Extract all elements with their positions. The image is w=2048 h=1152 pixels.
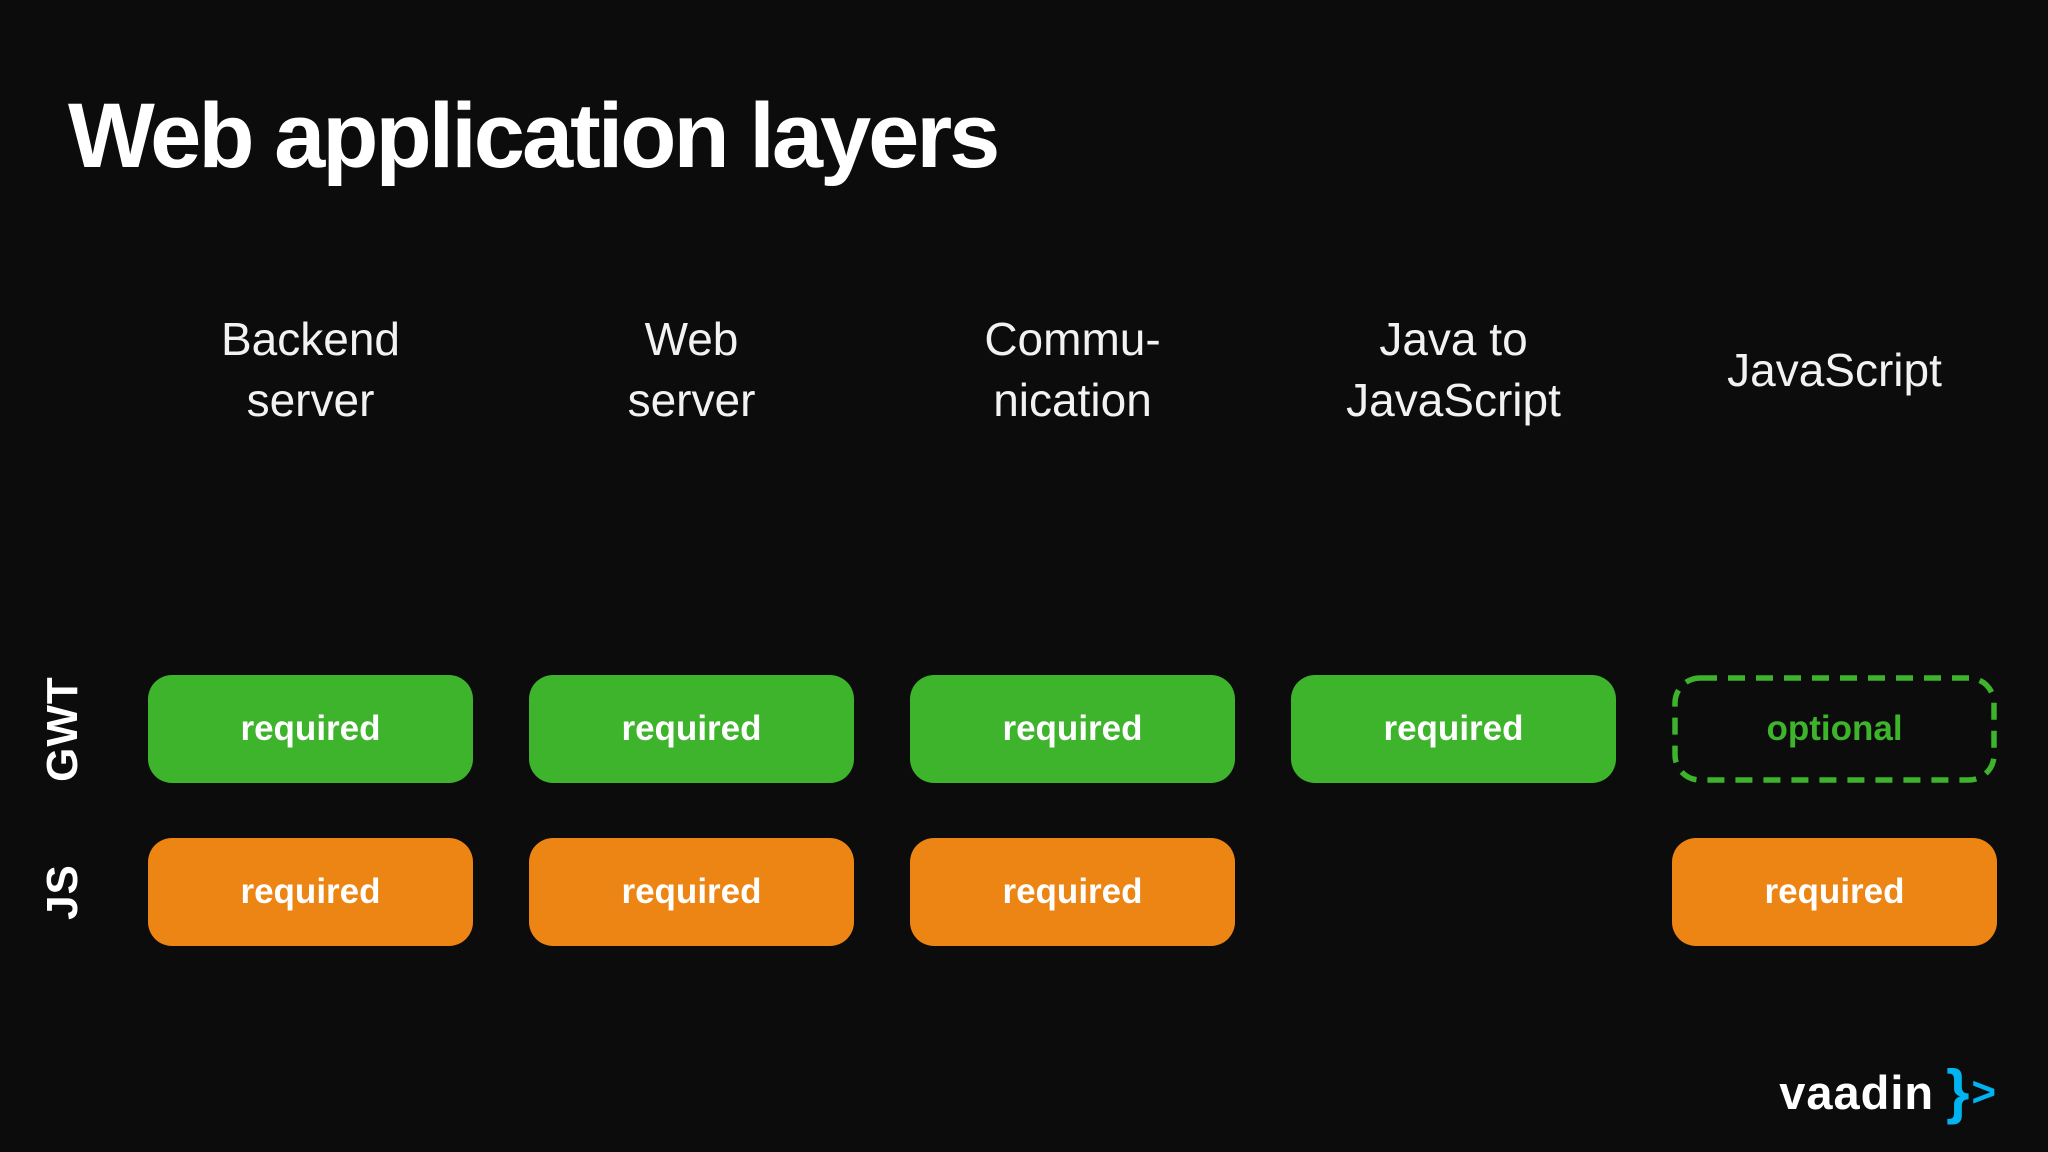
required-pill: required [1291,675,1616,783]
cell-gwt-web-server: required [529,675,854,783]
column-headers: Backend server Web server Commu- nicatio… [148,295,1997,445]
vaadin-brace-icon: } [1946,1058,1970,1125]
cell-gwt-javascript: optional [1672,675,1997,783]
row-label-gwt: GWT [38,676,87,782]
column-header-java-to-javascript: Java to JavaScript [1346,313,1561,426]
required-pill: required [910,838,1235,946]
column-header-web-server: Web server [627,313,756,426]
column-header-communication: Commu- nication [984,313,1161,426]
required-pill: required [148,675,473,783]
page-title: Web application layers [68,85,1000,187]
required-pill: required [910,675,1235,783]
column-header-backend-server: Backend server [220,313,400,426]
vaadin-chevron-icon: > [1971,1068,1996,1115]
required-pill: required [148,838,473,946]
vaadin-wordmark: vaadin [1779,1065,1935,1119]
cell-js-java-to-javascript-empty [1291,838,1616,946]
cell-js-javascript: required [1672,838,1997,946]
vaadin-logo: vaadin } > [1779,1062,1996,1122]
cell-gwt-communication: required [910,675,1235,783]
cell-gwt-java-to-javascript: required [1291,675,1616,783]
optional-pill: optional [1672,675,1997,783]
cell-gwt-backend-server: required [148,675,473,783]
layer-matrix: required required required required opti… [148,675,1997,946]
cell-js-web-server: required [529,838,854,946]
row-label-js: JS [38,864,87,920]
required-pill: required [529,675,854,783]
column-header-javascript: JavaScript [1727,343,1942,396]
dashed-border-icon [1672,675,1997,783]
required-pill: required [1672,838,1997,946]
required-pill: required [529,838,854,946]
cell-js-communication: required [910,838,1235,946]
cell-js-backend-server: required [148,838,473,946]
optional-pill-label: optional [1766,709,1903,748]
